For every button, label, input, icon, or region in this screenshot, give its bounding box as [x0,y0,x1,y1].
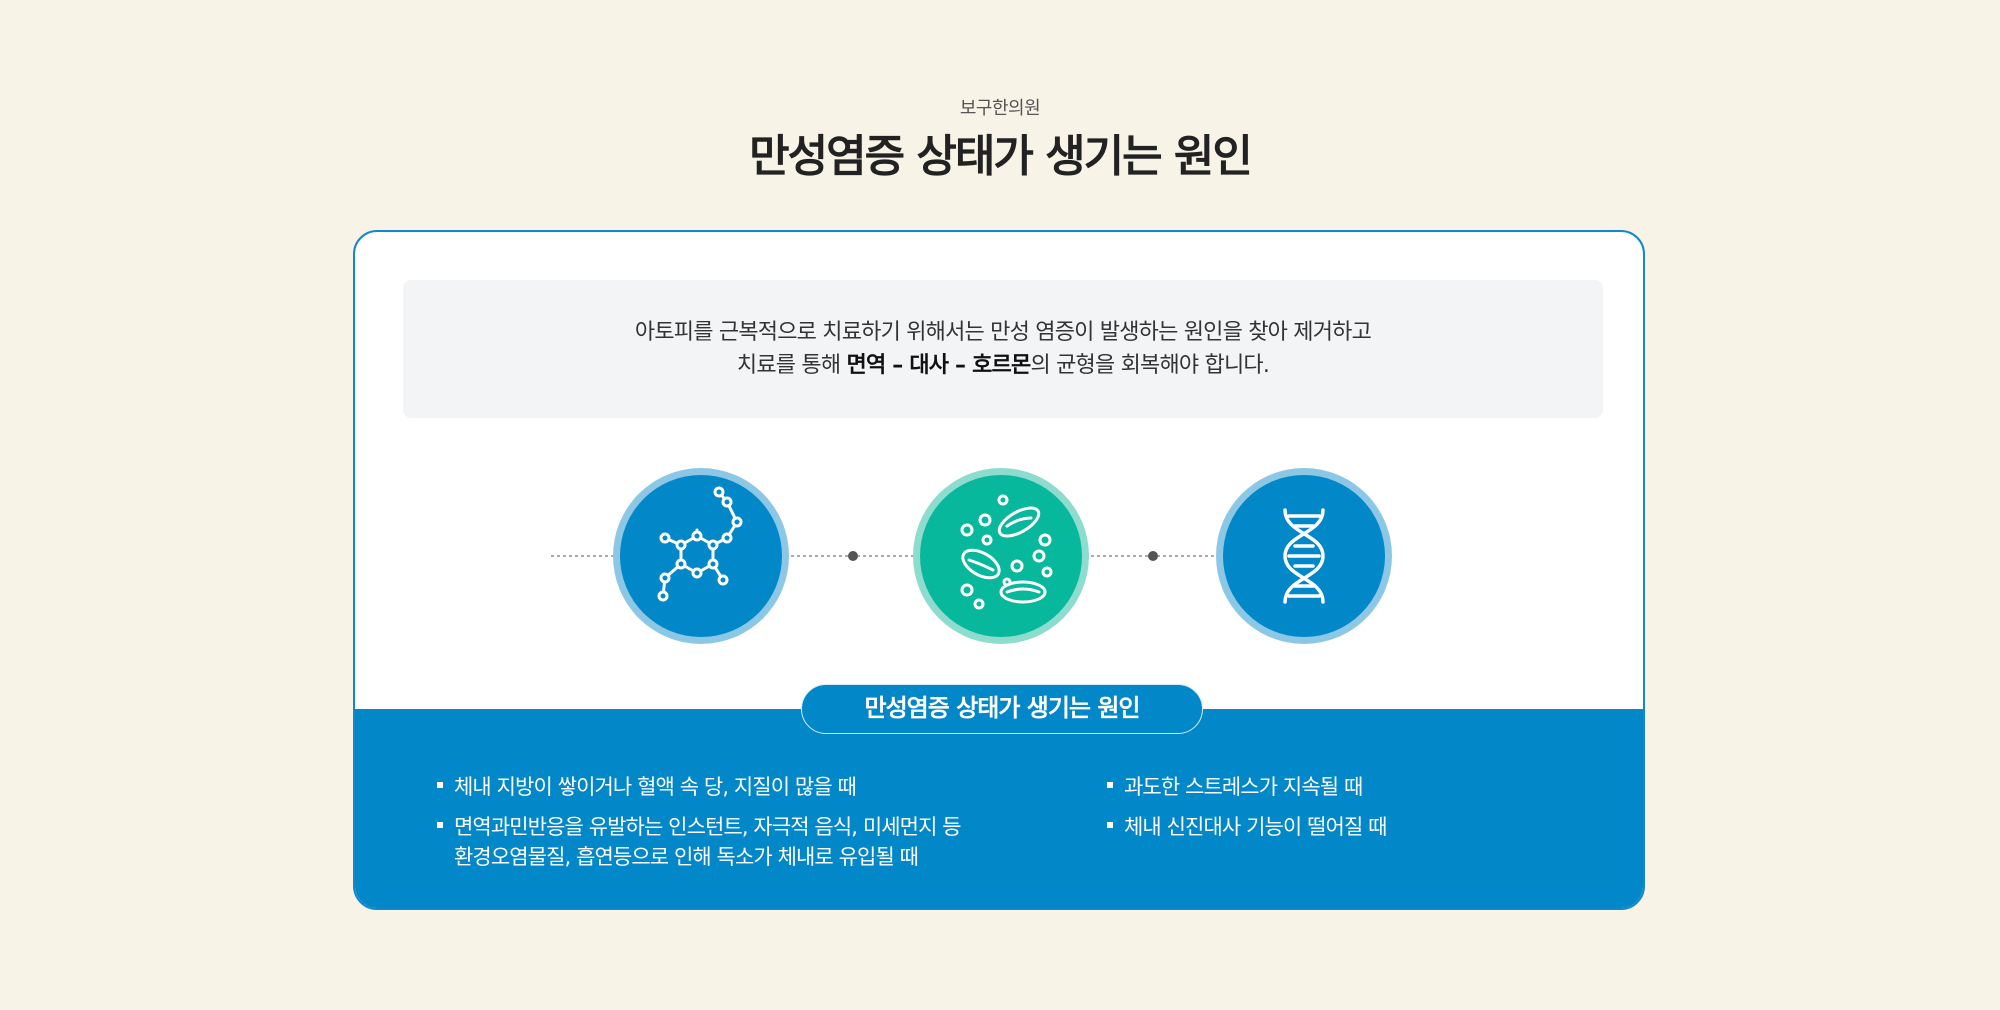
list-item-text: 체내 신진대사 기능이 떨어질 때 [1124,815,1387,839]
icon-timeline [355,460,1643,650]
list-item-text: 체내 지방이 쌓이거나 혈액 속 당, 지질이 많을 때 [454,775,857,799]
dna-icon [1216,468,1392,644]
bullet-square-icon [437,782,443,788]
causes-label: 만성염증 상태가 생기는 원인 [801,684,1203,734]
list-item-text: 과도한 스트레스가 지속될 때 [1124,775,1363,799]
list-item-text: 면역과민반응을 유발하는 인스턴트, 자극적 음식, 미세먼지 등 환경오염물질… [454,815,962,869]
causes-list-right: 과도한 스트레스가 지속될 때 체내 신진대사 기능이 떨어질 때 [1107,772,1587,852]
intro-box: 아토피를 근복적으로 치료하기 위해서는 만성 염증이 발생하는 원인을 찾아 … [403,280,1603,418]
bullet-square-icon [1107,782,1113,788]
bullet-square-icon [1107,822,1113,828]
list-item: 체내 신진대사 기능이 떨어질 때 [1107,812,1587,842]
bullet-square-icon [437,822,443,828]
intro-line-2: 치료를 통해 면역 – 대사 – 호르몬의 균형을 회복해야 합니다. [403,349,1603,382]
timeline-dot-2 [1148,551,1158,561]
clinic-name: 보구한의원 [959,98,1041,119]
page-title: 만성염증 상태가 생기는 원인 [749,131,1253,182]
icon-timeline-graphic [551,468,1392,644]
timeline-dot-1 [848,551,858,561]
intro-line-1: 아토피를 근복적으로 치료하기 위해서는 만성 염증이 발생하는 원인을 찾아 … [634,320,1372,345]
causes-panel [355,709,1643,908]
intro-line-2-prefix: 치료를 통해 [736,353,847,378]
list-item: 면역과민반응을 유발하는 인스턴트, 자극적 음식, 미세먼지 등 환경오염물질… [437,812,1057,872]
info-card: 아토피를 근복적으로 치료하기 위해서는 만성 염증이 발생하는 원인을 찾아 … [353,230,1645,910]
causes-list-left: 체내 지방이 쌓이거나 혈액 속 당, 지질이 많을 때 면역과민반응을 유발하… [437,772,1057,882]
list-item: 체내 지방이 쌓이거나 혈액 속 당, 지질이 많을 때 [437,772,1057,802]
page-header: 보구한의원 만성염증 상태가 생기는 원인 [0,96,2000,188]
bacteria-icon [913,468,1089,644]
intro-line-2-bold: 면역 – 대사 – 호르몬 [846,353,1032,378]
molecule-icon [613,468,789,644]
list-item: 과도한 스트레스가 지속될 때 [1107,772,1587,802]
intro-line-2-suffix: 의 균형을 회복해야 합니다. [1030,353,1270,378]
